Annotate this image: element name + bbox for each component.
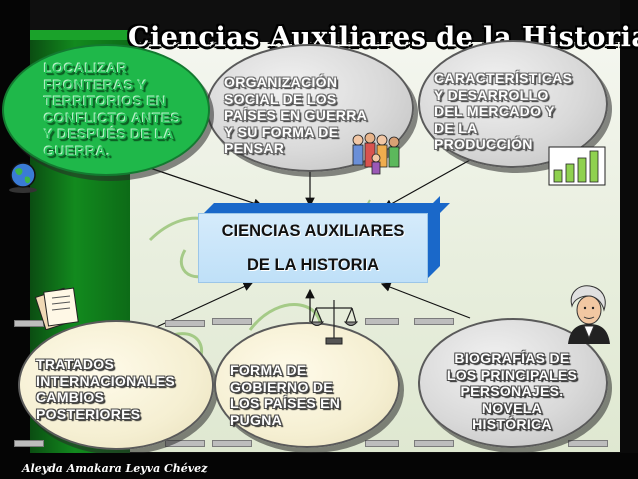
decorative-bar [165, 440, 205, 447]
author-credit: Aleyda Amakara Leyva Chévez [22, 462, 208, 475]
center-box-top [204, 203, 450, 213]
center-box-side [426, 196, 440, 280]
decorative-bar [212, 318, 252, 325]
oval-localize-borders [2, 44, 210, 176]
decorative-bar [365, 440, 399, 447]
decorative-bar [14, 440, 44, 447]
center-box-line2: DE LA HISTORIA [246, 256, 379, 274]
decorative-bar [165, 320, 205, 327]
center-box: CIENCIAS AUXILIARES DE LA HISTORIA [198, 213, 428, 283]
papers-icon [34, 287, 79, 330]
justice-scales-icon [310, 300, 358, 345]
decorative-bar [212, 440, 252, 447]
right-dark-edge [620, 0, 638, 479]
bar-chart-icon [548, 146, 606, 186]
decorative-bar [568, 440, 608, 447]
center-box-line1: CIENCIAS AUXILIARES [221, 222, 405, 240]
oval-treaties [18, 320, 214, 450]
decorative-bar [414, 440, 454, 447]
green-top-band [30, 30, 130, 42]
oval-government [214, 322, 400, 448]
bottom-bar [0, 453, 638, 479]
decorative-bar [414, 318, 454, 325]
decorative-bar [365, 318, 399, 325]
globe-icon [9, 162, 37, 193]
people-group-icon [352, 132, 400, 175]
george-washington-portrait-icon [568, 285, 610, 344]
